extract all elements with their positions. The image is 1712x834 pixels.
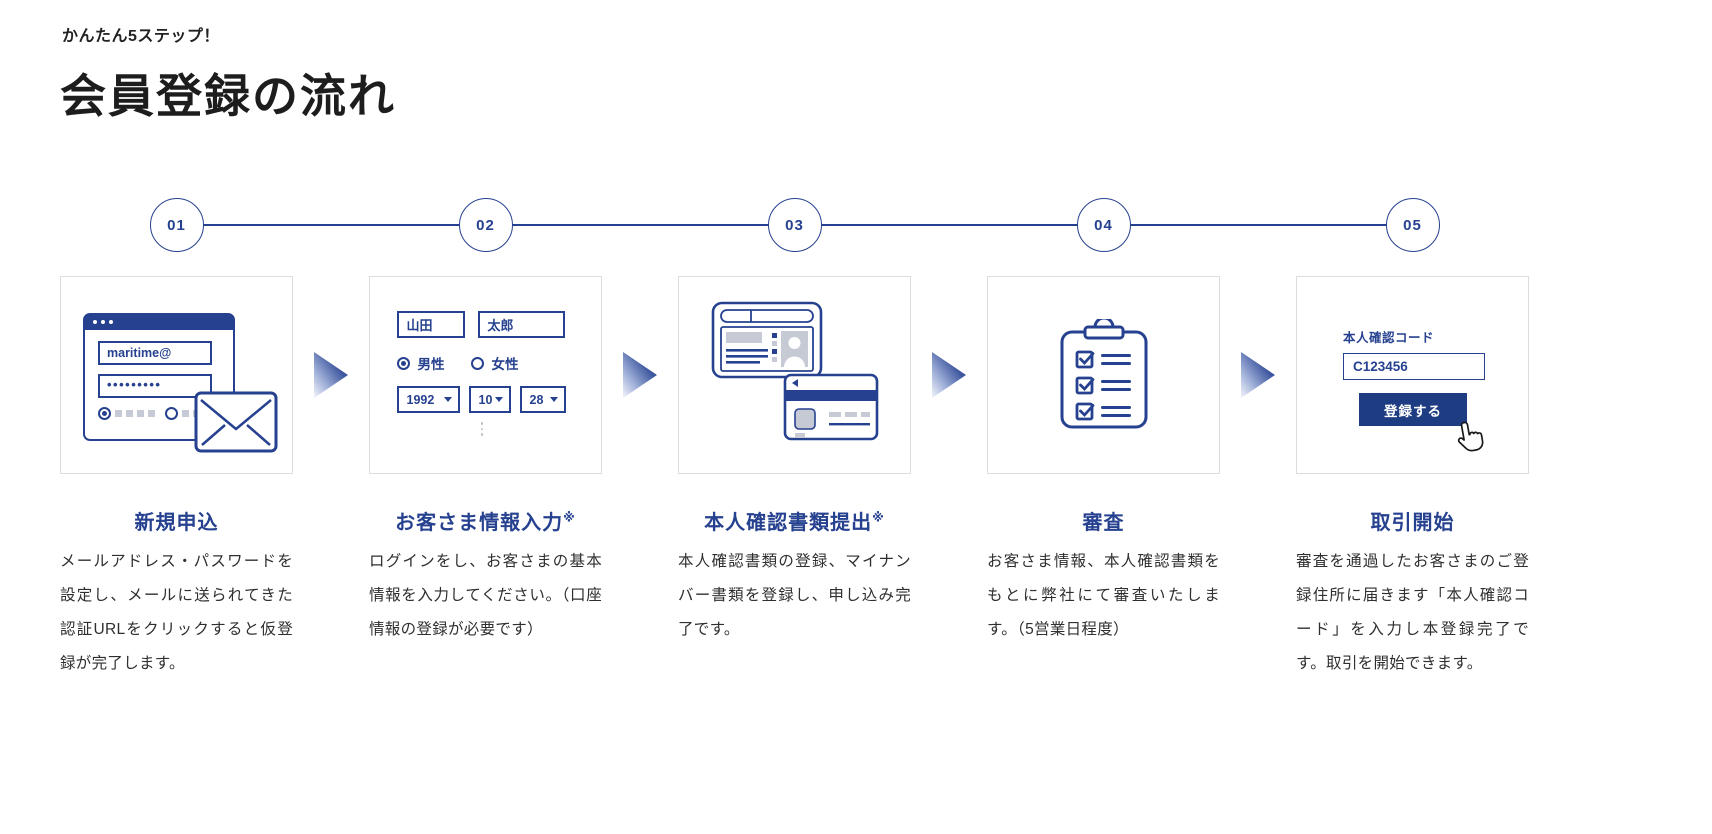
step-card-customer-info: 山田 太郎 男性 女性 1992 10 28 [369, 276, 602, 474]
month-select: 10 [468, 386, 511, 413]
step-title-customer-info: お客さま情報入力※ [395, 510, 576, 534]
radio-unchecked-icon [165, 407, 178, 420]
id-card-icon [711, 301, 823, 379]
step-card-review [987, 276, 1220, 474]
window-dot-icon [101, 320, 105, 324]
last-name-field: 山田 [396, 311, 465, 338]
step-description: メールアドレス・パスワードを設定し、メールに送られてきた認証URLをクリックする… [60, 553, 293, 672]
step-circle-02: 02 [458, 198, 513, 252]
step-circle-04: 04 [1076, 198, 1131, 252]
register-button: 登録する [1359, 393, 1467, 426]
year-select: 1992 [396, 386, 460, 413]
step-title-id-documents: 本人確認書類提出※ [704, 510, 885, 534]
chevron-down-icon [443, 397, 452, 402]
step-card-id-documents [678, 276, 911, 474]
chevron-down-icon [549, 397, 558, 402]
stepper: 01 02 03 04 05 [60, 198, 1529, 252]
step-descriptions: メールアドレス・パスワードを設定し、メールに送られてきた認証URLをクリックする… [60, 545, 1529, 681]
gender-male-label: 男性 [417, 357, 445, 372]
step-description: 本人確認書類の登録、マイナンバー書類を登録し、申し込み完了です。 [678, 553, 911, 638]
envelope-icon [194, 391, 278, 453]
registration-flow: 01 02 03 04 05 maritime [60, 198, 1529, 681]
window-dot-icon [93, 320, 97, 324]
step-description: お客さま情報、本人確認書類をもとに弊社にて審査いたします。（5営業日程度） [987, 553, 1220, 638]
day-select: 28 [519, 386, 566, 413]
step-title-review: 審査 [1082, 512, 1125, 534]
step-title-signup: 新規申込 [134, 512, 219, 534]
checklist-clipboard-icon [1060, 319, 1147, 429]
radio-checked-icon [98, 407, 111, 420]
first-name-field: 太郎 [477, 311, 565, 338]
my-number-card-icon [783, 373, 879, 441]
chevron-down-icon [494, 397, 503, 402]
window-dot-icon [109, 320, 113, 324]
email-field: maritime@ [98, 341, 212, 365]
verification-code-field: C123456 [1343, 353, 1485, 380]
step-card-start-trading: 本人確認コード C123456 登録する [1296, 276, 1529, 474]
option-row [98, 407, 233, 420]
hand-cursor-icon [1457, 421, 1484, 452]
birthdate-row: 1992 10 28 [396, 386, 575, 413]
browser-titlebar [84, 314, 234, 330]
step-description: ログインをし、お客さまの基本情報を入力してください。（口座情報の登録が必要です） [369, 553, 602, 638]
step-circle-01: 01 [149, 198, 204, 252]
profile-form-illustration: 山田 太郎 男性 女性 1992 10 28 [396, 311, 575, 436]
section-eyebrow: かんたん5ステップ！ [62, 28, 220, 45]
page-title: 会員登録の流れ [60, 70, 396, 122]
step-title-start-trading: 取引開始 [1370, 512, 1455, 534]
step-circle-03: 03 [767, 198, 822, 252]
gender-row: 男性 女性 [396, 353, 575, 373]
step-circle-05: 05 [1385, 198, 1440, 252]
more-fields-ellipsis-icon [480, 422, 575, 436]
radio-checked-icon [396, 356, 410, 370]
password-field: ••••••••• [98, 374, 212, 398]
verification-code-label: 本人確認コード [1343, 331, 1435, 345]
step-cards: maritime@ ••••••••• [60, 276, 1529, 474]
radio-unchecked-icon [470, 356, 484, 370]
signup-illustration: maritime@ ••••••••• [61, 277, 292, 473]
gender-female-label: 女性 [491, 357, 519, 372]
step-titles: 新規申込 お客さま情報入力※ 本人確認書類提出※ 審査 取引開始 [60, 506, 1529, 535]
verification-illustration: 本人確認コード C123456 登録する [1343, 327, 1485, 452]
step-card-signup: maritime@ ••••••••• [60, 276, 293, 474]
step-description: 審査を通過したお客さまのご登録住所に届きます「本人確認コード」を入力し本登録完了… [1296, 553, 1529, 672]
